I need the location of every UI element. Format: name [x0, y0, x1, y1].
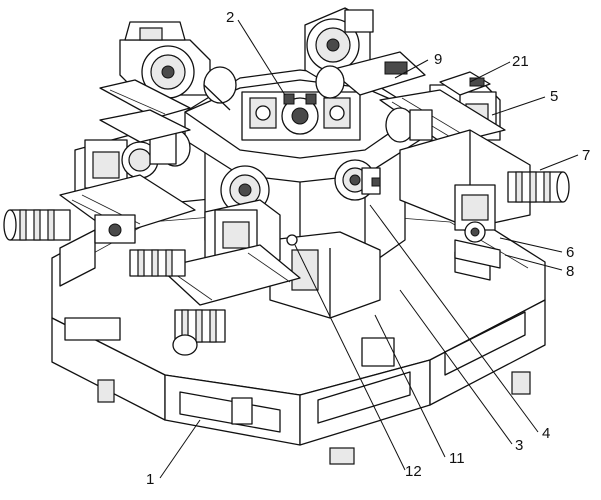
callout-8: 8	[566, 263, 574, 280]
top-turret	[184, 69, 421, 183]
callout-6: 6	[566, 244, 574, 261]
spindle-head-right	[379, 71, 506, 146]
spindle-head-top-left	[99, 21, 237, 119]
callout-7: 7	[582, 147, 590, 164]
callout-3: 3	[515, 437, 523, 454]
callout-4: 4	[542, 425, 550, 442]
callout-1: 1	[146, 471, 154, 488]
leader-lines	[159, 19, 579, 479]
spindle-head-front	[129, 165, 301, 356]
spindle-head-top-right	[304, 7, 426, 99]
spindle-motor-right	[334, 129, 570, 269]
callout-5: 5	[550, 88, 558, 105]
callout-2: 2	[226, 9, 234, 26]
callout-12: 12	[405, 463, 422, 480]
callout-labels: 2 9 21 5 7 6 8 4 3 11 12 1	[146, 9, 590, 488]
spindle-head-left	[3, 109, 196, 244]
callout-21: 21	[512, 53, 529, 70]
callout-11: 11	[449, 450, 465, 467]
callout-9: 9	[434, 51, 442, 68]
